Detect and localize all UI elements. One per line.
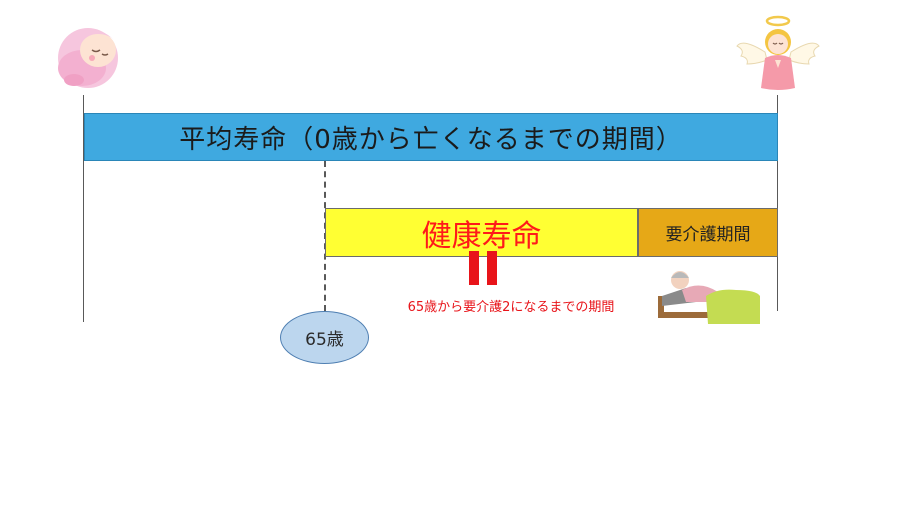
average-lifespan-label: 平均寿命（0歳から亡くなるまでの期間） [179,124,683,155]
care-period-label: 要介護期間 [665,225,751,245]
equivalence-note: 65歳から要介護2になるまでの期間 [407,300,615,315]
baby-icon [52,18,122,90]
death-line [777,95,778,311]
age-65-marker: 65歳 [280,311,369,364]
age-65-label: 65歳 [305,330,344,350]
average-lifespan-bar: 平均寿命（0歳から亡くなるまでの期間） [84,113,778,161]
healthy-lifespan-bar: 健康寿命 [325,208,638,257]
healthy-lifespan-label: 健康寿命 [421,218,542,254]
care-period-bar: 要介護期間 [638,208,778,257]
equals-bar-right [487,251,497,285]
equals-bar-left [469,251,479,285]
bedridden-patient-icon [656,266,762,324]
birth-line [83,95,84,322]
angel-icon [735,12,821,92]
